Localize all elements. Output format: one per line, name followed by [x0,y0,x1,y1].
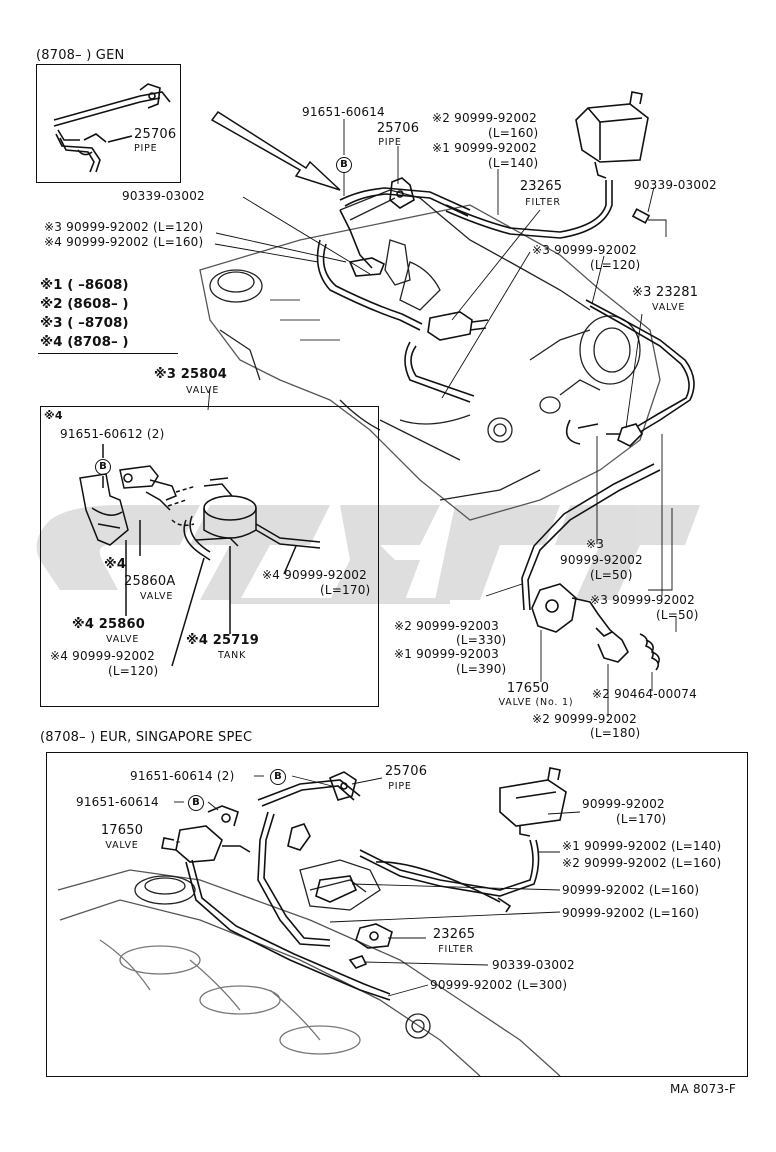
upper-pipe-name: PIPE [378,137,402,148]
b-mark-inset4: B [95,459,111,475]
label-91651-60614: 91651-60614 [302,105,385,119]
gen-inset-frame [36,64,181,183]
inset4-valve-b-number: ※4 25860 [72,617,146,632]
inset4-drawing [79,444,321,667]
eur-frame [46,752,748,1077]
upper-hose-3d: ※3 90999-92002 [590,593,695,607]
legend-item-1: ※1 ( –8608) [40,277,129,293]
lower-filter-number: 23265 [432,927,476,942]
gen-header: (8708– ) GEN [36,48,125,63]
inset4-tank-name: TANK [218,650,247,661]
inset4-valve-a-number: 25860A [124,574,176,589]
upper-hose-2: ※2 90999-92002 [432,111,537,125]
upper-clamp-right: 90339-03002 [634,178,717,192]
gen-pipe-number: 25706 [134,127,177,142]
lower-hose-160a: 90999-92002 (L=160) [562,883,700,897]
upper-hose-3b-length: (L=120) [590,258,641,272]
inset4-hose-a: ※4 90999-92002 [50,649,155,663]
lower-bolt-2: 91651-60614 (2) [130,769,235,783]
inset4-hose-b-length: (L=170) [320,583,371,597]
legend-divider [38,353,178,354]
inset4-hose-a-length: (L=120) [108,664,159,678]
lower-hoses [161,767,567,1001]
upper-hose-1b: ※1 90999-92003 [394,647,499,661]
upper-clamp-left: 90339-03002 [122,189,205,203]
inset4-tank-number: ※4 25719 [186,633,260,648]
b-mark-lower-1: B [270,769,286,785]
lower-pipe-name: PIPE [388,781,412,792]
upper-hose-2c-length: (L=180) [590,726,641,740]
lower-engine-drawing [57,859,561,1077]
upper-hose-2b: ※2 90999-92003 [394,619,499,633]
lower-clamp: 90339-03002 [492,958,575,972]
upper-hose-1b-length: (L=390) [456,662,507,676]
gen-pipe-name: PIPE [134,143,158,154]
lower-valve-number: 17650 [100,823,144,838]
watermark-logo [36,505,700,604]
upper-hose-2c: ※2 90999-92002 [532,712,637,726]
valve-17650-number: 17650 [506,681,550,696]
upper-hose-2b-length: (L=330) [456,633,507,647]
legend-item-3: ※3 ( –8708) [40,315,129,331]
upper-engine-drawing [199,189,661,521]
inset4-bolt: 91651-60612 (2) [60,427,165,441]
valve-17650-name: VALVE (No. 1) [498,697,574,708]
inset4-valve-b-name: VALVE [106,634,140,645]
inset4-frame [40,406,379,707]
gen-inset-drawing [53,83,171,173]
upper-pipe-number: 25706 [376,121,420,136]
valve-25804-number: ※3 25804 [154,367,228,382]
lower-filter-name: FILTER [438,944,474,955]
upper-filter-number: 23265 [519,179,563,194]
lower-hose-170: 90999-92002 [582,797,665,811]
upper-hose-1: ※1 90999-92002 [432,141,537,155]
valve-23281-number: ※3 23281 [632,285,699,300]
upper-hose-3c-length: (L=50) [590,568,633,582]
lower-hose-160b: 90999-92002 (L=160) [562,906,700,920]
lower-hose-300: 90999-92002 (L=300) [430,978,568,992]
direction-arrow [210,110,341,191]
legend-item-2: ※2 (8608– ) [40,296,129,312]
upper-hose-3c: 90999-92002 [560,553,643,567]
upper-hose-3d-length: (L=50) [656,608,699,622]
b-mark-upper: B [336,157,352,173]
lower-pipe-number: 25706 [384,764,428,779]
clip-90464-00074: ※2 90464-00074 [592,687,697,701]
upper-hoses [316,91,695,671]
valve-25804-name: VALVE [186,385,220,396]
lower-leader-lines [174,775,581,997]
lower-hose-170-length: (L=170) [616,812,667,826]
lower-hose-2: ※2 90999-92002 (L=160) [562,856,722,870]
drawing-code: MA 8073-F [670,1082,736,1096]
inset4-hose-b: ※4 90999-92002 [262,568,367,582]
upper-leader-lines [207,119,677,717]
legend: ※1 ( –8608) ※2 (8608– ) ※3 ( –8708) ※4 (… [40,276,129,352]
upper-hose-1-length: (L=140) [488,156,539,170]
lower-valve-name: VALVE [105,840,139,851]
upper-hose-3b: ※3 90999-92002 [532,243,637,257]
upper-filter-name: FILTER [525,197,561,208]
upper-hose-2-length: (L=160) [488,126,539,140]
lower-bolt-1: 91651-60614 [76,795,159,809]
legend-item-4: ※4 (8708– ) [40,334,129,350]
valve-23281-name: VALVE [652,302,686,313]
inset4-valve-a-tag: ※4 [104,557,127,572]
upper-hose-3c-tag: ※3 [586,537,605,551]
inset4-valve-a-name: VALVE [140,591,174,602]
lower-hose-1: ※1 90999-92002 (L=140) [562,839,722,853]
b-mark-lower-2: B [188,795,204,811]
eur-header: (8708– ) EUR, SINGAPORE SPEC [40,730,253,745]
inset4-tag: ※4 [44,409,63,422]
upper-hose-4a: ※4 90999-92002 (L=160) [44,235,204,249]
upper-hose-3a: ※3 90999-92002 (L=120) [44,220,204,234]
